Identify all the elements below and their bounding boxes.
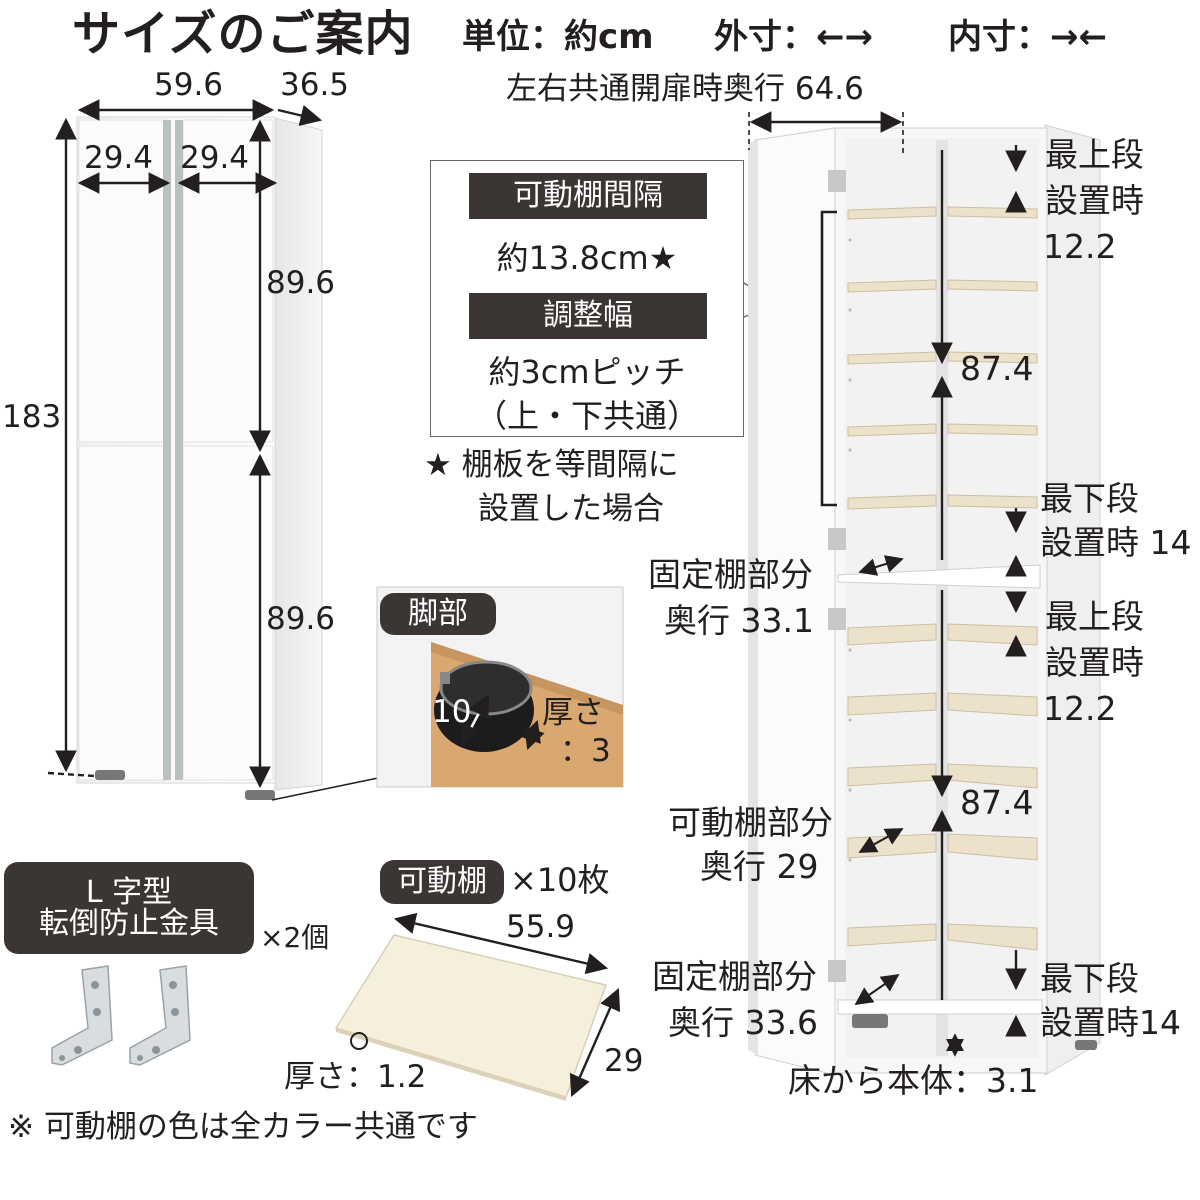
star-note-line2: 設置した場合 [478,491,664,527]
leg-detail-image [376,586,624,788]
fixed-bottom-label: 固定棚部分 [652,957,817,996]
dim-door-right: 29.4 [180,140,250,176]
leg-thickness-label: 厚さ [542,695,604,731]
fixed-shelf-depth: 奥行 33.1 [664,601,814,640]
unit-note: 単位：約cm [462,17,654,57]
lower-top-value: 12.2 [1043,689,1117,728]
footnote: ※ 可動棚の色は全カラー共通です [8,1109,478,1145]
leg-diameter: 10 [432,694,472,730]
front-cabinet [76,116,323,800]
interior-dimension-lines [748,111,1027,1057]
dim-lower-height: 89.6 [266,601,336,637]
open-door-depth: 左右共通開扉時奥行 64.6 [506,71,864,107]
front-dimension-lines [47,99,379,801]
inner-dimension-legend: 内寸：→← [948,17,1107,57]
upper-top-value: 12.2 [1043,227,1117,266]
dim-door-left: 29.4 [84,140,154,176]
lower-top-label1: 最上段 [1045,597,1144,636]
fixed-bottom-depth: 奥行 33.6 [668,1003,818,1042]
upper-bottom-label1: 最下段 [1040,479,1139,518]
shelf-count: ×10枚 [510,861,610,899]
dim-total-width: 59.6 [154,67,224,103]
lower-bottom-label2: 設置時14 [1040,1003,1181,1042]
leg-thickness-value: ：3 [560,733,611,769]
adjust-pitch-note: （上・下共通） [474,397,699,435]
bracket-count: ×2個 [260,921,330,954]
dim-total-height: 183 [2,399,62,435]
outer-dimension-legend: 外寸：←→ [714,17,873,57]
lower-bottom-label1: 最下段 [1040,959,1139,998]
adjust-pitch-value: 約3cmピッチ [488,353,686,391]
shelf-interval-value: 約13.8cm★ [496,239,678,277]
shelf-thickness: 厚さ：1.2 [284,1059,427,1095]
bracket-label: L 字型 転倒防止金具 [4,862,254,954]
shelf-interval-label: 可動棚間隔 [469,173,707,219]
l-bracket-image [51,965,191,1066]
dim-upper-height: 89.6 [266,265,336,301]
floor-clearance: 床から本体：3.1 [788,1061,1039,1100]
dim-depth: 36.5 [280,67,350,103]
movable-shelf-depth: 奥行 29 [700,847,819,886]
page-title: サイズのご案内 [72,6,414,62]
shelf-width: 55.9 [506,909,576,945]
movable-shelf-tag: 可動棚 [380,860,504,904]
fixed-shelf-label: 固定棚部分 [648,555,813,594]
movable-shelf-image [334,912,621,1101]
adjust-range-label: 調整幅 [469,293,707,339]
upper-bottom-label2: 設置時 14 [1040,523,1192,562]
movable-shelf-label: 可動棚部分 [668,803,833,842]
bracket-label-line1: L 字型 [85,874,173,910]
lower-top-label2: 設置時 [1045,643,1144,682]
leg-label: 脚部 [380,593,496,635]
upper-top-label1: 最上段 [1045,135,1144,174]
bracket-label-line2: 転倒防止金具 [39,906,219,941]
shelf-depth: 29 [604,1043,644,1079]
lower-inner-height: 87.4 [960,783,1034,822]
upper-inner-height: 87.4 [960,349,1034,388]
star-note-line1: ★ 棚板を等間隔に [424,447,679,483]
shelf-spacing-callout: 可動棚間隔 約13.8cm★ 調整幅 約3cmピッチ （上・下共通） [430,160,744,437]
upper-top-label2: 設置時 [1045,181,1144,220]
